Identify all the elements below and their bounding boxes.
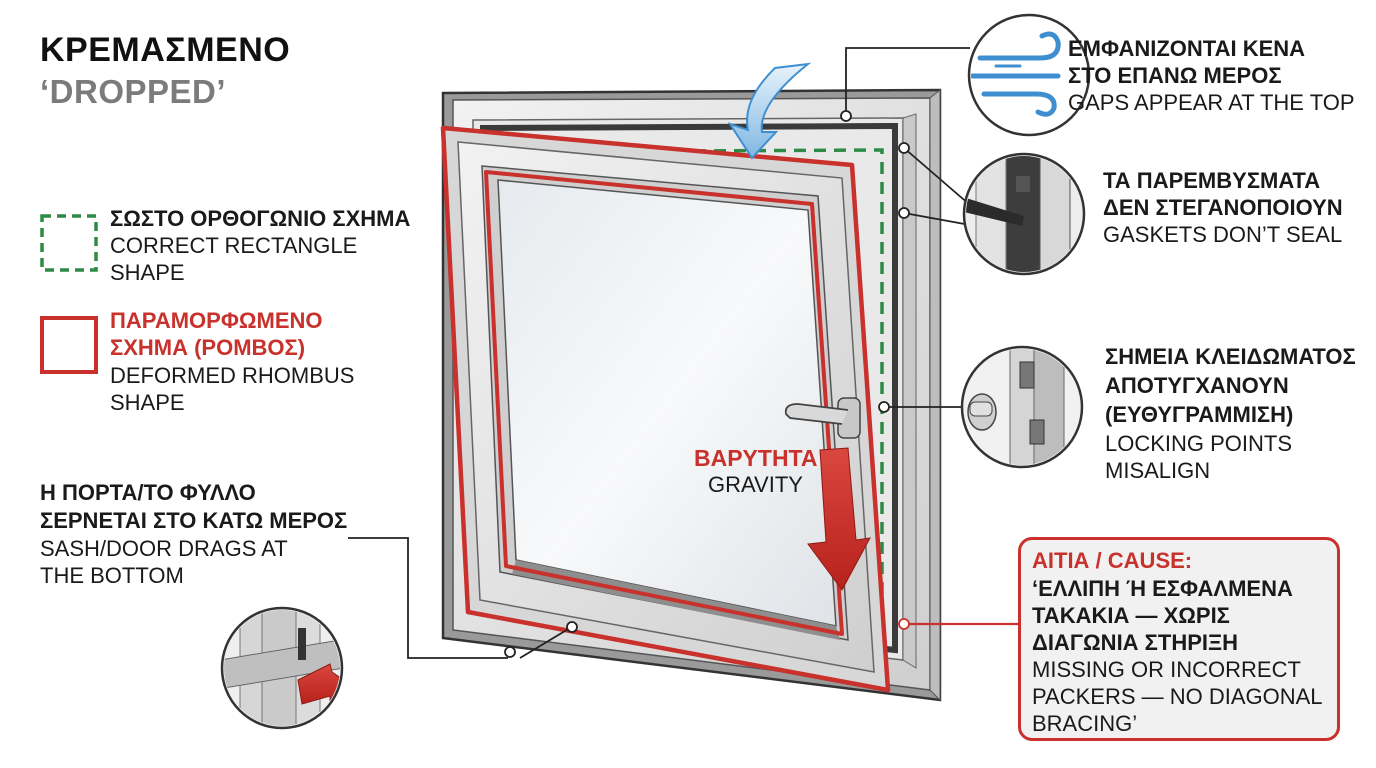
dropped-sash — [441, 126, 890, 692]
gaskets-greek-2: ΔΕΝ ΣΤΕΓΑΝΟΠΟΙΟΥΝ — [1103, 195, 1343, 220]
cause-box — [1018, 537, 1340, 741]
gravity-english: GRAVITY — [708, 472, 803, 497]
cause-greek-2: ΤΑΚΑΚΙΑ — ΧΩΡΙΣ — [1032, 603, 1230, 628]
drag-greek-2: ΣΕΡΝΕΤΑΙ ΣΤΟ ΚΑΤΩ ΜΕΡΟΣ — [40, 508, 348, 533]
legend-deformed-greek-2: ΣΧΗΜΑ (ΡΟΜΒΟΣ) — [110, 335, 306, 360]
lock-detail-icon — [960, 345, 1084, 469]
locking-greek-3: (ΕΥΘΥΓΡΑΜΜΙΣΗ) — [1105, 402, 1294, 427]
cause-english-3: BRACING’ — [1032, 711, 1138, 736]
gravity-greek: ΒΑΡΥΤΗΤΑ — [694, 445, 818, 471]
legend-correct-english-2: SHAPE — [110, 260, 185, 285]
deformed-rhombus-outline — [440, 125, 891, 693]
legend-deformed-english-2: SHAPE — [110, 390, 185, 415]
locking-greek-2: ΑΠΟΤΥΓΧΑΝΟΥΝ — [1105, 373, 1289, 398]
drag-detail-icon — [220, 606, 344, 730]
air-gap-arrow — [727, 62, 812, 160]
cause-greek-3: ΔΙΑΓΩΝΙΑ ΣΤΗΡΙΞΗ — [1032, 630, 1239, 655]
locking-english-2: MISALIGN — [1105, 458, 1211, 483]
gaps-english: GAPS APPEAR AT THE TOP — [1068, 90, 1355, 115]
gravity-arrow — [807, 447, 871, 591]
cause-heading: ΑΙΤΙΑ / CAUSE: — [1032, 548, 1193, 573]
title-english: ‘DROPPED’ — [40, 73, 227, 110]
leader-lines — [348, 47, 1018, 659]
drag-english-1: SASH/DOOR DRAGS AT — [40, 536, 288, 561]
legend-deformed-swatch — [40, 316, 98, 374]
legend-deformed-greek-1: ΠΑΡΑΜΟΡΦΩΜΕΝΟ — [110, 308, 323, 333]
gaskets-greek-1: ΤΑ ΠΑΡΕΜΒΥΣΜΑΤΑ — [1103, 168, 1321, 193]
drag-greek-1: Η ΠΟΡΤΑ/ΤΟ ΦΥΛΛΟ — [40, 480, 256, 505]
cause-english-1: MISSING OR INCORRECT — [1032, 657, 1301, 682]
legend-correct-english-1: CORRECT RECTANGLE — [110, 233, 358, 258]
drag-english-2: THE BOTTOM — [40, 563, 184, 588]
gaps-detail-icon — [967, 13, 1091, 137]
cause-greek-1: ‘ΕΛΛΙΠΗ Ή ΕΣΦΑΛΜΕΝΑ — [1032, 576, 1293, 601]
legend-correct-greek: ΣΩΣΤΟ ΟΡΘΟΓΩΝΙΟ ΣΧΗΜΑ — [110, 206, 411, 231]
locking-greek-1: ΣΗΜΕΙΑ ΚΛΕΙΔΩΜΑΤΟΣ — [1105, 344, 1356, 369]
glass-pane — [497, 179, 837, 627]
window-handle — [784, 397, 861, 439]
gasket-detail-icon — [962, 152, 1086, 276]
gaps-greek-1: ΕΜΦΑΝΙΖΟΝΤΑΙ ΚΕΝΑ — [1068, 36, 1306, 61]
title-greek: ΚΡΕΜΑΣΜΕΝΟ — [40, 31, 291, 69]
leader-dots — [504, 110, 910, 658]
locking-english-1: LOCKING POINTS — [1105, 431, 1293, 456]
cause-english-2: PACKERS — NO DIAGONAL — [1032, 684, 1323, 709]
legend-deformed-english-1: DEFORMED RHOMBUS — [110, 363, 355, 388]
gaskets-english: GASKETS DON’T SEAL — [1103, 222, 1343, 247]
gaps-greek-2: ΣΤΟ ΕΠΑΝΩ ΜΕΡΟΣ — [1068, 63, 1282, 88]
legend-correct-swatch — [40, 214, 98, 272]
